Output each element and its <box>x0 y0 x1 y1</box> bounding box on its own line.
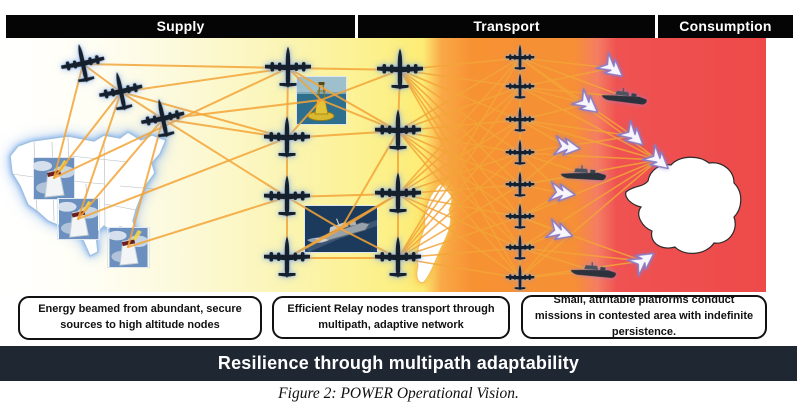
beam-line <box>397 57 521 259</box>
aircraft-icon <box>375 172 421 214</box>
beam-line <box>519 247 644 262</box>
beam-line <box>340 130 399 230</box>
aircraft-icon <box>505 106 535 133</box>
beam-line <box>320 99 399 132</box>
beam-line <box>53 91 122 179</box>
beam-line <box>519 119 659 161</box>
beam-line <box>397 184 521 259</box>
beam-line <box>519 159 659 249</box>
beam-line <box>82 63 289 69</box>
ship-icon <box>600 84 649 108</box>
beam-line <box>82 63 122 93</box>
drone-icon <box>544 218 577 247</box>
diagram-canvas <box>0 38 766 292</box>
beam-line <box>399 69 521 121</box>
beam-line <box>287 67 322 101</box>
callout-consumption: Small, attritable platforms conduct miss… <box>521 294 767 339</box>
aircraft-icon <box>377 48 423 90</box>
beam-line <box>519 67 613 88</box>
beam-line <box>519 86 659 161</box>
beam-line <box>320 69 401 101</box>
beam-line <box>286 196 342 230</box>
beam-line <box>519 260 644 279</box>
beam-line <box>519 119 634 137</box>
beam-line <box>519 135 634 154</box>
beam-line <box>397 130 521 154</box>
beam-line <box>519 57 626 98</box>
aircraft-icon <box>375 109 421 151</box>
beam-network <box>53 57 659 279</box>
stage-label-supply: Supply <box>6 15 355 38</box>
stage-header: Supply Transport Consumption <box>6 15 793 38</box>
beam-line <box>127 118 164 248</box>
resilience-banner: Resilience through multipath adaptabilit… <box>0 346 797 381</box>
beam-line <box>120 91 164 120</box>
beam-line <box>399 69 521 218</box>
beam-line <box>519 247 595 272</box>
antarctica-landmass <box>625 156 742 254</box>
beam-line <box>397 257 521 279</box>
beam-line <box>399 69 521 186</box>
network-scene <box>53 39 742 291</box>
beam-line <box>397 119 521 259</box>
beam-line <box>162 99 322 120</box>
beam-line <box>77 91 122 220</box>
stage-label-consumption: Consumption <box>658 15 793 38</box>
callout-transport: Efficient Relay nodes transport through … <box>272 296 510 339</box>
beam-line <box>162 118 288 198</box>
aircraft-icon <box>265 46 311 88</box>
beam-line <box>519 184 563 194</box>
aircraft-icon <box>505 44 535 71</box>
beam-line <box>397 152 521 259</box>
beam-line <box>519 159 659 279</box>
beam-line <box>77 118 164 220</box>
aircraft-icon <box>264 175 310 217</box>
stage-label-transport: Transport <box>358 15 655 38</box>
beam-line <box>127 196 288 248</box>
power-plant-photo <box>33 157 75 200</box>
beam-line <box>519 216 644 262</box>
beam-line <box>397 86 521 195</box>
beam-line <box>519 159 659 218</box>
beam-line <box>287 67 399 132</box>
beam-line <box>519 152 585 175</box>
beam-line <box>399 69 521 154</box>
beam-line <box>286 193 399 259</box>
beam-line <box>397 86 521 132</box>
aircraft-icon <box>375 236 421 278</box>
beam-line <box>286 99 322 139</box>
drone-icon <box>547 180 578 206</box>
aircraft-icon <box>264 236 310 278</box>
beam-line <box>397 193 521 279</box>
beam-line <box>53 63 84 179</box>
beam-line <box>397 57 521 195</box>
beam-line <box>397 57 521 132</box>
callout-supply: Energy beamed from abundant, secure sour… <box>18 296 262 340</box>
beam-line <box>519 152 659 161</box>
aircraft-icon <box>505 203 535 230</box>
beam-line <box>519 57 613 69</box>
aircraft-icon <box>95 67 147 116</box>
beam-line <box>399 69 521 88</box>
banner-text: Resilience through multipath adaptabilit… <box>217 353 580 373</box>
beam-line <box>519 86 588 105</box>
beam-line <box>519 103 588 121</box>
beam-line <box>397 86 521 259</box>
aircraft-icon <box>264 116 310 158</box>
beam-line <box>519 231 561 279</box>
beam-line <box>120 67 289 93</box>
figure-caption: Figure 2: POWER Operational Vision. <box>278 385 519 402</box>
drone-icon <box>595 52 630 85</box>
beam-line <box>397 216 521 259</box>
beam-line <box>77 137 288 220</box>
aircraft-icon <box>57 39 109 88</box>
drone-icon <box>626 244 661 277</box>
